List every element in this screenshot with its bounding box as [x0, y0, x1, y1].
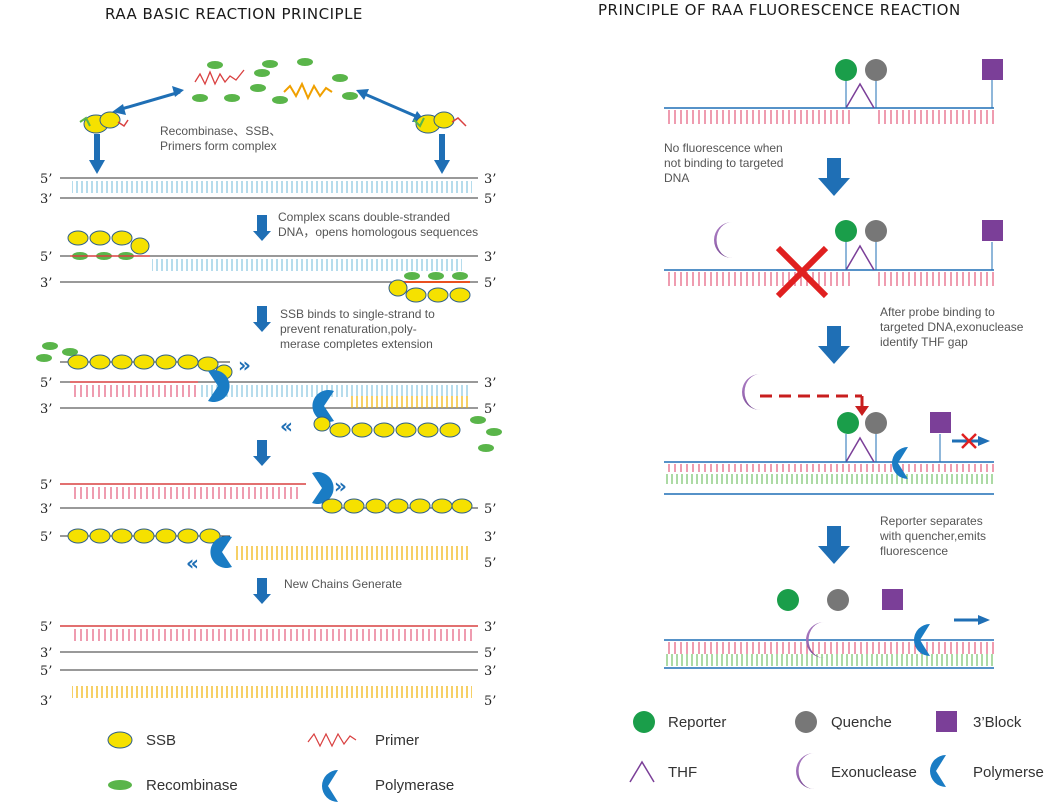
- primer-icon: [307, 732, 357, 748]
- probe-bound-exonuclease: [664, 374, 994, 495]
- end-label: 5’: [40, 478, 52, 493]
- r-step2-line1: After probe binding to: [880, 305, 995, 319]
- recombinase-icon: [108, 780, 132, 790]
- r-step-down-arrow: [818, 158, 850, 196]
- end-label: 3’: [40, 502, 52, 517]
- r-step2-line2: targeted DNA,exonuclease: [880, 320, 1024, 334]
- end-label: 5’: [40, 620, 52, 635]
- end-label: 5’: [484, 556, 496, 571]
- end-label: 5’: [484, 646, 496, 661]
- end-label: 5’: [484, 276, 496, 291]
- end-label: 3’: [484, 530, 496, 545]
- r-step3-line1: Reporter separates: [880, 514, 983, 528]
- end-label: 5’: [40, 376, 52, 391]
- r-step2-line3: identify THF gap: [880, 335, 968, 349]
- r-step3-line2: with quencher,emits: [879, 529, 986, 543]
- end-label: 3’: [484, 172, 496, 187]
- legend-block: 3’Block: [973, 714, 1022, 731]
- probe-no-exonuclease: [664, 220, 1003, 299]
- step2-label-line2: DNA，opens homologous sequences: [278, 225, 478, 239]
- block-icon: [936, 711, 957, 732]
- exonuclease-icon: [796, 753, 814, 789]
- end-label: 3’: [40, 646, 52, 661]
- legend-ssb: SSB: [146, 732, 176, 749]
- end-label: 3’: [40, 276, 52, 291]
- legend-reporter: Reporter: [668, 714, 726, 731]
- polymerase-icon: [930, 755, 946, 787]
- legend-primer: Primer: [375, 732, 419, 749]
- dna-new-chains: 5’ 3’ 3’ 5’ 5’ 3’ 3’ 5’: [40, 620, 496, 709]
- step3-label-line2: prevent renaturation,poly-: [280, 322, 417, 336]
- step-down-arrow: [253, 215, 271, 241]
- left-legend: SSB Primer Recombinase Polymerase: [107, 731, 454, 802]
- dna-duplex-3: » « 5’ 3’ 3’ 5’: [36, 342, 502, 452]
- end-label: 3’: [484, 376, 496, 391]
- dna-duplex-4: » 5’ 3’ 5’ « 5’ 3’ 5’: [40, 472, 496, 575]
- svg-text:»: »: [238, 353, 251, 377]
- r-step-down-arrow: [818, 326, 850, 364]
- step3-label-line3: merase completes extension: [280, 337, 433, 351]
- legend-polymerase: Polymerse: [973, 764, 1044, 781]
- r-step1-line2: not binding to targeted: [664, 156, 783, 170]
- step-down-arrow: [253, 578, 271, 604]
- svg-text:»: »: [334, 474, 347, 498]
- quencher-icon: [795, 711, 817, 733]
- primer-strand: [194, 69, 245, 86]
- end-label: 3’: [40, 192, 52, 207]
- end-label: 3’: [484, 620, 496, 635]
- r-step-down-arrow: [818, 526, 850, 564]
- end-label: 3’: [40, 402, 52, 417]
- r-step1-line3: DNA: [664, 171, 689, 185]
- r-step3-line3: fluorescence: [880, 544, 948, 558]
- step1-label-line1: Recombinase、SSB、: [160, 124, 281, 138]
- reporter-icon: [633, 711, 655, 733]
- left-title: RAA BASIC REACTION PRINCIPLE: [105, 5, 363, 23]
- end-label: 5’: [484, 694, 496, 709]
- legend-thf: THF: [668, 764, 697, 781]
- end-label: 3’: [484, 250, 496, 265]
- step2-label-line1: Complex scans double-stranded: [278, 210, 450, 224]
- svg-text:«: «: [186, 551, 199, 575]
- end-label: 5’: [40, 172, 52, 187]
- end-label: 5’: [40, 664, 52, 679]
- step-down-arrow: [253, 440, 271, 466]
- r-step1-line1: No fluorescence when: [664, 141, 783, 155]
- step-down-arrow: [253, 306, 271, 332]
- end-label: 5’: [40, 530, 52, 545]
- ssb-icon: [107, 731, 133, 749]
- end-label: 3’: [484, 664, 496, 679]
- legend-polymerase: Polymerase: [375, 777, 454, 794]
- probe-unbound: [664, 59, 1003, 124]
- end-label: 5’: [40, 250, 52, 265]
- right-legend: Reporter Quenche 3’Block THF Exonuclease…: [629, 711, 1044, 789]
- step4-label: New Chains Generate: [284, 577, 402, 591]
- step3-label-line1: SSB binds to single-strand to: [280, 307, 435, 321]
- complex-formation-illustration: [79, 58, 467, 174]
- dna-duplex-1: 5’ 3’ 3’ 5’: [40, 172, 496, 207]
- right-title: PRINCIPLE OF RAA FLUORESCENCE REACTION: [598, 1, 961, 19]
- polymerase-icon: [322, 770, 338, 802]
- legend-recombinase: Recombinase: [146, 777, 238, 794]
- step1-label-line2: Primers form complex: [160, 139, 277, 153]
- legend-quencher: Quenche: [831, 714, 892, 731]
- thf-icon: [629, 760, 655, 783]
- dna-duplex-2: 5’ 3’ 3’ 5’: [40, 230, 496, 303]
- primer-strand: [283, 81, 333, 101]
- end-label: 5’: [484, 192, 496, 207]
- svg-text:«: «: [280, 414, 293, 438]
- end-label: 5’: [484, 402, 496, 417]
- end-label: 5’: [484, 502, 496, 517]
- end-label: 3’: [40, 694, 52, 709]
- probe-fluorescence: [664, 589, 994, 669]
- legend-exonuclease: Exonuclease: [831, 764, 917, 781]
